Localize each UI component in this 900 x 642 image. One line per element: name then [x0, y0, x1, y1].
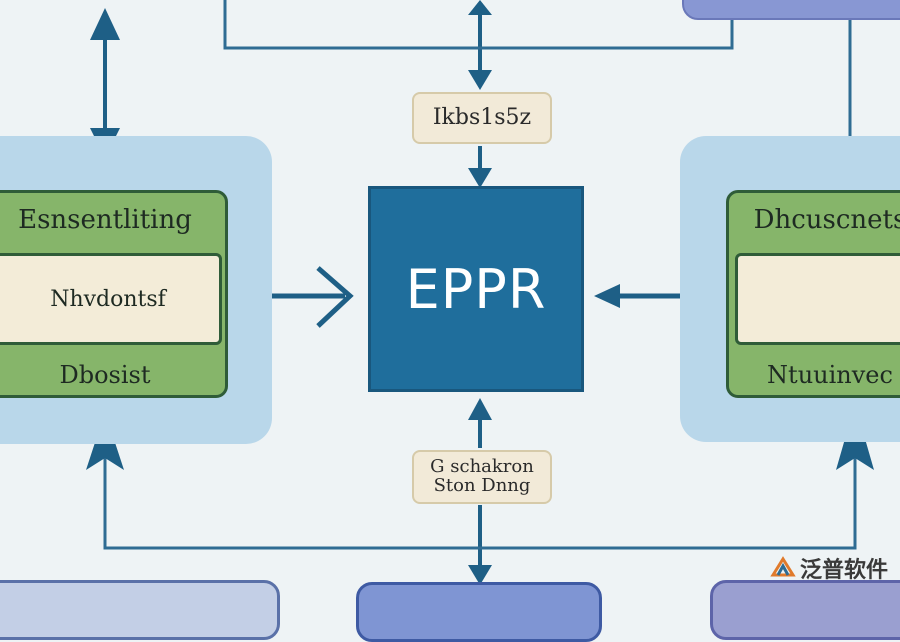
center-node[interactable]: EPPR: [368, 186, 584, 392]
left-module-title: Esnsentliting: [18, 205, 192, 235]
logo-icon: [770, 556, 796, 577]
watermark-logo: 泛普软件: [770, 552, 895, 584]
top-center-arrow: [468, 0, 492, 188]
right-module-footer: Ntuuinvec: [767, 361, 893, 389]
top-label: Ikbs1s5z: [412, 92, 552, 144]
bottom-right-shape: [710, 580, 900, 640]
left-module-footer: Dbosist: [59, 361, 151, 389]
bottom-center-arrow: [468, 398, 492, 585]
watermark-text: 泛普软件: [800, 558, 889, 583]
right-module-field[interactable]: [735, 253, 900, 345]
top-bracket-line: [223, 0, 734, 50]
bottom-label: G schakron Ston Dnng: [412, 450, 552, 504]
bottom-center-shape: [356, 582, 602, 642]
top-right-shape: [682, 0, 900, 20]
bottom-left-shape: [0, 580, 280, 640]
bottom-label-line1: G schakron: [430, 456, 534, 478]
bottom-loop-line: [103, 440, 857, 550]
left-module-field[interactable]: Nhvdontsf: [0, 253, 222, 345]
bottom-label-line2: Ston Dnng: [433, 475, 531, 496]
right-module-title: Dhcuscnets: [753, 205, 900, 235]
